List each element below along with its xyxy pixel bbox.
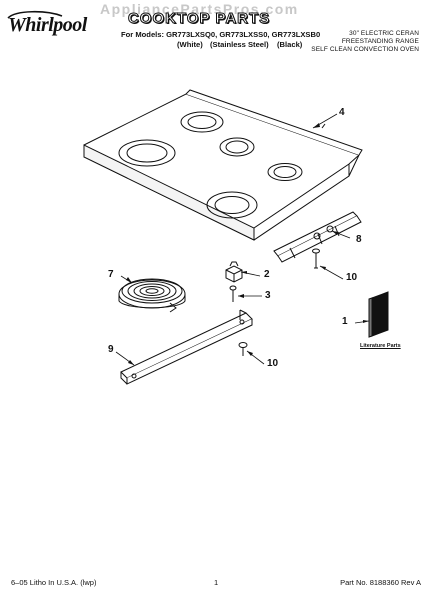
part-9-brace <box>120 309 253 385</box>
brand-logo-text: Whirlpool <box>8 14 87 36</box>
callout-1: 1 <box>342 316 348 327</box>
finish-stainless: (Stainless Steel) <box>210 40 269 49</box>
finish-black: (Black) <box>277 40 303 49</box>
cooktop-glass <box>83 89 363 241</box>
footer-page-number: 1 <box>214 578 219 587</box>
callout-7: 7 <box>108 269 114 280</box>
callout-9: 9 <box>108 344 114 355</box>
footer-litho: 6–05 Litho In U.S.A. (lwp) <box>11 578 97 587</box>
finish-white: (White) <box>177 40 203 49</box>
part-10-screw-lower <box>238 342 248 356</box>
part-8-bracket <box>273 211 362 263</box>
part-2-clip <box>225 261 243 283</box>
callout-arrowheads <box>126 123 369 365</box>
model-numbers: For Models: GR773LXSQ0, GR773LXSS0, GR77… <box>121 30 321 39</box>
footer-part-number: Part No. 8188360 Rev A <box>340 578 421 587</box>
callout-10-upper: 10 <box>346 272 358 283</box>
callout-3: 3 <box>265 290 271 301</box>
spec-line-3: SELF CLEAN CONVECTION OVEN <box>311 46 419 53</box>
callout-8: 8 <box>356 234 362 245</box>
spec-line-1: 30" ELECTRIC CERAN <box>349 30 419 37</box>
callout-2: 2 <box>264 269 270 280</box>
part-1-literature-booklet <box>368 291 389 338</box>
spec-line-2: FREESTANDING RANGE <box>341 38 419 45</box>
callout-4: 4 <box>339 107 345 118</box>
whirlpool-logo <box>6 10 78 44</box>
part-7-heating-element <box>118 278 186 313</box>
callout-10-lower: 10 <box>267 358 279 369</box>
part-10-screw-upper <box>312 248 320 269</box>
page-title: COOKTOP PARTS <box>127 10 271 28</box>
literature-parts-label: Literature Parts <box>360 343 401 349</box>
watermark: AppliancePartsPros.com <box>100 1 299 17</box>
part-3-screw <box>229 285 237 302</box>
